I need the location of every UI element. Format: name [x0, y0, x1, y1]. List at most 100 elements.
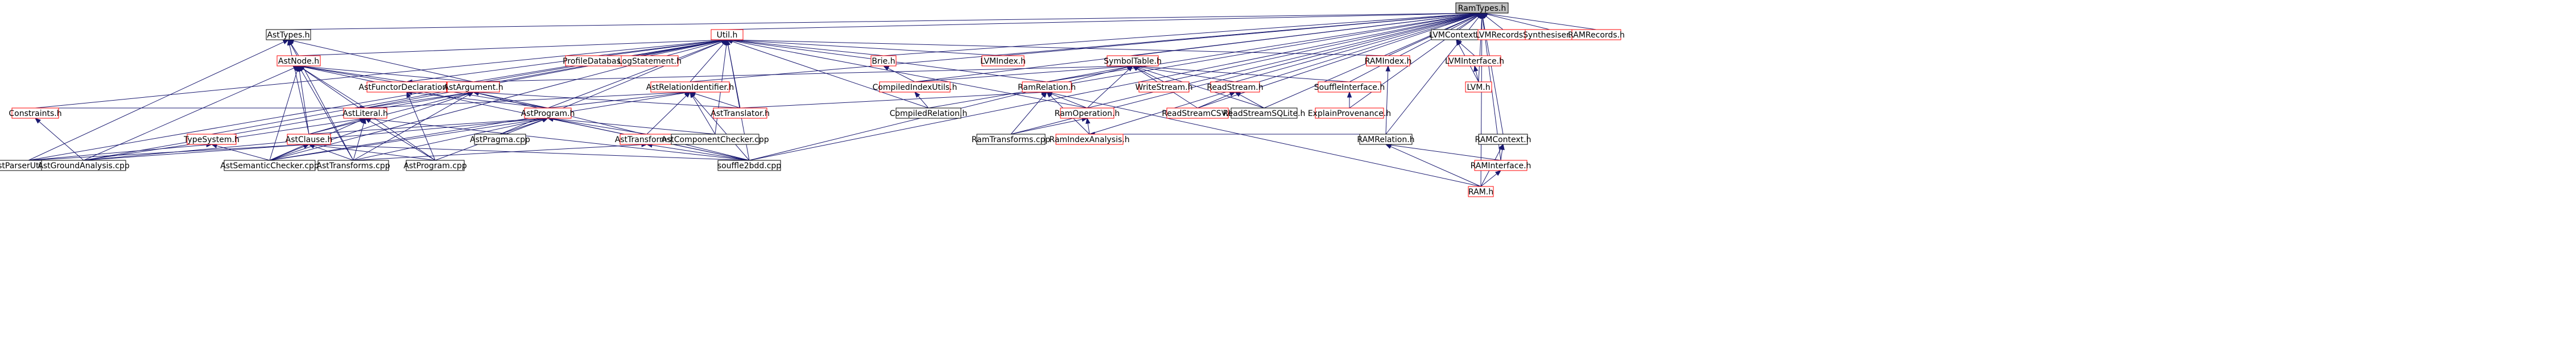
node-ramrelation-h[interactable]: RamRelation.h	[1018, 81, 1076, 93]
node-box	[1455, 2, 1509, 14]
node-label: ProfileDatabase.h	[563, 57, 633, 66]
node-asttranslator-h[interactable]: AstTranslator.h	[711, 107, 770, 119]
edge-brie-to-ramtypes	[883, 11, 1483, 56]
node-box	[447, 81, 500, 93]
node-souffle2bdd-cpp[interactable]: souffle2bdd.cpp	[717, 160, 781, 171]
edge-line	[552, 118, 647, 135]
node-astfunctordeclaration-h[interactable]: AstFunctorDeclaration.h	[359, 81, 455, 93]
node-astargument-h[interactable]: AstArgument.h	[443, 81, 503, 93]
node-ramtransforms-cpp[interactable]: RamTransforms.cpp	[972, 134, 1051, 145]
node-explainprovenance-h[interactable]: ExplainProvenance.h	[1308, 107, 1391, 119]
node-lvmrecords-h[interactable]: LVMRecords.h	[1476, 29, 1531, 40]
node-box	[266, 29, 311, 40]
node-astrelationidentifier-h[interactable]: AstRelationIdentifier.h	[646, 81, 734, 93]
node-label: TypeSystem.h	[183, 135, 240, 144]
edge-line	[298, 39, 723, 56]
node-asttransforms-cpp[interactable]: AstTransforms.cpp	[316, 160, 390, 171]
node-util-h[interactable]: Util.h	[711, 29, 744, 40]
node-label: AstGroundAnalysis.cpp	[38, 161, 130, 171]
node-box	[1210, 81, 1260, 93]
edge-line	[269, 146, 304, 161]
edge-souffle2bdd-to-astclause	[308, 142, 750, 161]
node-astprogram-cpp[interactable]: AstProgram.cpp	[403, 160, 467, 171]
node-lvm-h[interactable]: LVM.h	[1465, 81, 1492, 93]
node-box	[1060, 107, 1114, 119]
node-box	[976, 134, 1046, 145]
edge-line	[1089, 14, 1477, 135]
node-astcomponentchecker-cpp[interactable]: AstComponentChecker.cpp	[661, 134, 769, 145]
edge-line	[1460, 43, 1475, 56]
node-readstreamcsv-h[interactable]: ReadStreamCSV.h	[1162, 107, 1233, 119]
node-synthesiser-h[interactable]: Synthesiser.h	[1523, 29, 1576, 40]
node-typesystem-h[interactable]: TypeSystem.h	[183, 134, 240, 145]
edge-line	[1475, 70, 1479, 82]
edge-line	[365, 92, 469, 109]
node-raminterface-h[interactable]: RAMInterface.h	[1471, 160, 1531, 171]
node-constraints-h[interactable]: Constraints.h	[9, 107, 62, 119]
node-asttypes-h[interactable]: AstTypes.h	[266, 29, 311, 40]
node-compiledrelation-h[interactable]: CompiledRelation.h	[890, 107, 967, 119]
node-ramcontext-h[interactable]: RAMContext.h	[1475, 134, 1531, 145]
edge-line	[918, 96, 929, 109]
edge-arrowhead	[1498, 143, 1504, 151]
edge-astliteral-to-astnode	[298, 65, 366, 109]
node-readstream-h[interactable]: ReadStream.h	[1207, 81, 1264, 93]
edge-arrowhead	[725, 39, 730, 46]
node-symboltable-h[interactable]: SymbolTable.h	[1104, 55, 1162, 67]
edge-line	[1046, 13, 1477, 82]
edge-ramindexanalysis-to-ramoperation	[1085, 117, 1091, 135]
node-writestream-h[interactable]: WriteStream.h	[1136, 81, 1193, 93]
edge-line	[299, 70, 309, 135]
node-ramindex-h[interactable]: RAMIndex.h	[1365, 55, 1412, 67]
node-compiledindexutils-h[interactable]: CompiledIndexUtils.h	[873, 81, 957, 93]
node-box	[287, 134, 331, 145]
node-box	[1022, 81, 1072, 93]
node-box	[343, 107, 387, 119]
node-ramoperation-h[interactable]: RamOperation.h	[1055, 107, 1120, 119]
edge-line	[1051, 93, 1088, 109]
edge-compiledindexutils-to-ramtypes	[914, 11, 1483, 82]
node-profiledatabase-h[interactable]: ProfileDatabase.h	[563, 55, 633, 67]
node-lvmindex-h[interactable]: LVMIndex.h	[980, 55, 1026, 67]
edge-line	[1235, 14, 1477, 82]
edge-arrowhead	[1234, 92, 1241, 97]
edge-line	[499, 41, 723, 135]
node-lvminterface-h[interactable]: LVMInterface.h	[1445, 55, 1504, 67]
node-astliteral-h[interactable]: AstLiteral.h	[342, 107, 388, 119]
node-astprogram-h[interactable]: AstProgram.h	[521, 107, 575, 119]
node-box	[1055, 134, 1124, 145]
edge-line	[365, 92, 686, 109]
edge-arrowhead	[1041, 91, 1047, 98]
node-astnode-h[interactable]: AstNode.h	[276, 55, 321, 67]
node-readstreamsqlite-h[interactable]: ReadStreamSQLite.h	[1223, 107, 1306, 119]
node-brie-h[interactable]: Brie.h	[870, 55, 897, 67]
edge-asttransforms-to-astrelationidentifier	[646, 92, 691, 135]
node-souffleinterface-h[interactable]: SouffleInterface.h	[1314, 81, 1385, 93]
node-astgroundanalysis-cpp[interactable]: AstGroundAnalysis.cpp	[38, 160, 130, 171]
node-astclause-h[interactable]: AstClause.h	[286, 134, 333, 145]
edge-line	[313, 146, 354, 161]
node-astsemanticchecker-cpp[interactable]: AstSemanticChecker.cpp	[220, 160, 319, 171]
node-ramrecords-h[interactable]: RAMRecords.h	[1568, 29, 1625, 40]
edge-line	[28, 144, 304, 161]
edge-souffle2bdd-to-util	[725, 39, 750, 161]
node-logstatement-h[interactable]: LogStatement.h	[618, 55, 682, 67]
edge-line	[692, 96, 716, 135]
node-label: RamIndexAnalysis.h	[1049, 135, 1129, 144]
edge-astparserutils-to-asttypes	[28, 39, 290, 161]
node-ram-h[interactable]: RAM.h	[1468, 186, 1494, 197]
edge-line	[1137, 66, 1236, 82]
node-label: LVM.h	[1467, 83, 1490, 92]
node-label: souffle2bdd.cpp	[717, 161, 781, 171]
node-box	[711, 29, 744, 40]
node-astpragma-cpp[interactable]: AstPragma.cpp	[470, 134, 530, 145]
edge-line	[1051, 93, 1481, 187]
node-label: AstArgument.h	[443, 83, 503, 92]
node-box	[650, 81, 730, 93]
node-label: AstClause.h	[286, 135, 333, 144]
node-box	[870, 55, 897, 67]
edge-line	[406, 40, 723, 82]
node-ramrelation-h[interactable]: RAMRelation.h	[1357, 134, 1415, 145]
node-ramindexanalysis-h[interactable]: RamIndexAnalysis.h	[1049, 134, 1130, 145]
node-ramtypes-h[interactable]: RamTypes.h	[1455, 2, 1509, 14]
